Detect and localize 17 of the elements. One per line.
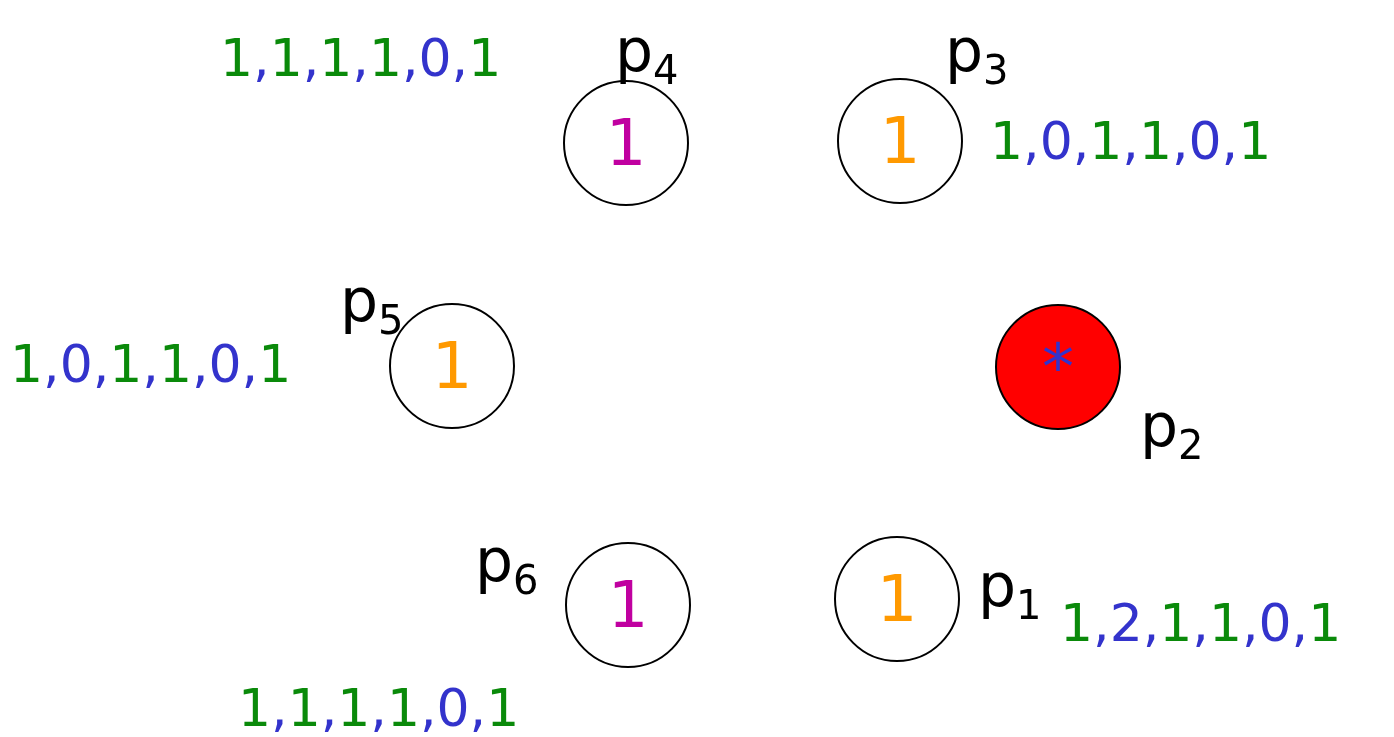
process-label: p$_{5}$ [340,270,404,340]
process-label: p$_{3}$ [945,20,1009,90]
value-vector: 1,0,1,1,0,1 [990,115,1272,167]
node-value: 1 [607,573,649,637]
node-value: 1 [879,109,921,173]
value-vector: 1,2,1,1,0,1 [1060,597,1342,649]
node-value: * [1042,335,1074,399]
process-label: p$_{4}$ [615,20,679,90]
node-value: 1 [876,567,918,631]
value-vector: 1,0,1,1,0,1 [10,338,292,390]
value-vector: 1,1,1,1,0,1 [238,682,520,734]
process-label: p$_{2}$ [1140,395,1204,465]
process-label: p$_{6}$ [475,530,539,600]
process-label: p$_{1}$ [978,555,1042,625]
node-value: 1 [605,111,647,175]
node-value: 1 [431,334,473,398]
value-vector: 1,1,1,1,0,1 [220,32,502,84]
